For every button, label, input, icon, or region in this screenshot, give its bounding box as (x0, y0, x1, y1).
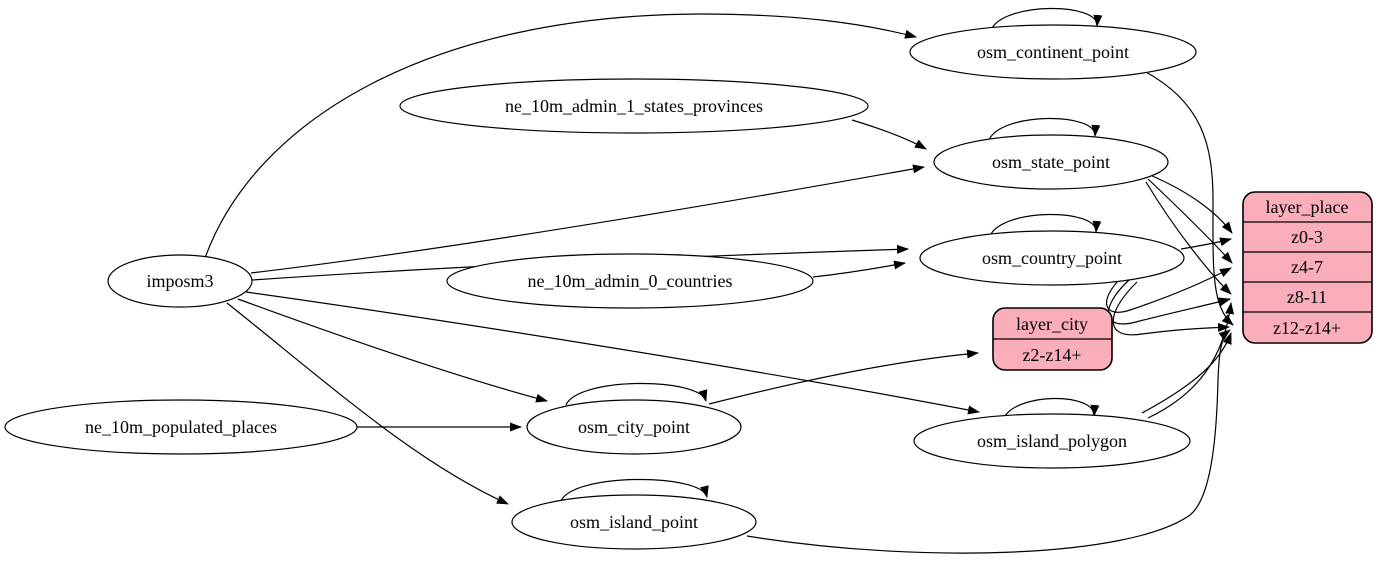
node-osm_island_polygon: osm_island_polygon (913, 413, 1191, 469)
osm_city_point-label: osm_city_point (578, 417, 690, 437)
node-osm_country_point: osm_country_point (919, 230, 1185, 286)
layer_place-title: layer_place (1266, 197, 1349, 217)
node-osm_continent_point: osm_continent_point (909, 24, 1197, 80)
osm_city_point-ellipse (526, 399, 742, 455)
osm_continent_point-ellipse (909, 24, 1197, 80)
node-osm_city_point: osm_city_point (526, 399, 742, 455)
node-ne_10m_admin_0_countries: ne_10m_admin_0_countries (446, 253, 814, 309)
osm_country_point-label: osm_country_point (982, 248, 1122, 268)
layer_place-row-z8-11: z8-11 (1287, 287, 1327, 307)
node-ne_10m_admin_1_states_provinces: ne_10m_admin_1_states_provinces (399, 78, 869, 134)
node-layer: imposm3 ne_10m_admin_1_states_provinces … (4, 24, 1373, 550)
edge-osm_state_point-to-layer_place-z4-7 (1147, 178, 1233, 264)
record-layer_city: layer_city z2-z14+ (992, 307, 1113, 371)
edge-ne_10m_admin_0_countries-to-osm_country_point (812, 260, 906, 278)
osm_island_point-ellipse (511, 494, 757, 550)
layer_city-title: layer_city (1016, 314, 1088, 334)
ne_10m_admin_0_countries-label: ne_10m_admin_0_countries (528, 271, 733, 291)
edge-ne_10m_admin_1_states_provinces-to-osm_state_point (851, 119, 927, 150)
node-osm_island_point: osm_island_point (511, 494, 757, 550)
edge-osm_city_point-to-layer_city-z2 (708, 349, 979, 405)
ne_10m_admin_1_states_provinces-ellipse (399, 78, 869, 134)
self-loop-osm_city_point (565, 382, 708, 406)
edge-osm_island_point-to-layer_place-z12 (746, 329, 1231, 554)
self-loop-osm_country_point (989, 213, 1102, 237)
ne_10m_admin_1_states_provinces-label: ne_10m_admin_1_states_provinces (505, 96, 763, 116)
layer_place-box (1242, 191, 1373, 344)
layer_city-row-z2-z14: z2-z14+ (1022, 345, 1081, 365)
ne_10m_populated_places-ellipse (4, 399, 358, 455)
node-ne_10m_populated_places: ne_10m_populated_places (4, 399, 358, 455)
edge-imposm3-to-osm_island_polygon (245, 291, 980, 415)
osm_island_polygon-label: osm_island_polygon (977, 431, 1127, 451)
edge-osm_country_point-to-layer_place-z4-7 (1106, 267, 1232, 313)
layer_place-row-z0-3: z0-3 (1291, 227, 1323, 247)
ne_10m_populated_places-label: ne_10m_populated_places (85, 417, 277, 437)
edge-osm_island_polygon-to-layer_place-z8-11 (1147, 302, 1235, 419)
imposm3-ellipse (107, 254, 253, 308)
imposm3-label: imposm3 (146, 271, 213, 291)
self-loop-osm_island_point (560, 478, 709, 502)
layer_place-row-z4-7: z4-7 (1291, 257, 1323, 277)
edge-imposm3-to-osm_island_point (226, 302, 509, 505)
edge-osm_country_point-to-layer_place-z0-3 (1180, 237, 1232, 250)
edge-imposm3-to-osm_continent_point (204, 13, 917, 259)
osm_island_point-label: osm_island_point (570, 512, 698, 532)
edge-osm_state_point-to-layer_place-z0-3 (1149, 174, 1233, 234)
node-imposm3: imposm3 (107, 254, 253, 308)
edge-osm_state_point-to-layer_place-z8-11 (1145, 181, 1232, 295)
edge-osm_island_polygon-to-layer_place-z12 (1141, 332, 1232, 414)
edge-imposm3-to-osm_city_point (237, 298, 548, 403)
osm_country_point-ellipse (919, 230, 1185, 286)
edge-osm_country_point-to-layer_place-z8-11 (1107, 279, 1231, 325)
record-layer_place: layer_place z0-3 z4-7 z8-11 z12-z14+ (1242, 191, 1373, 344)
edge-osm_country_point-to-layer_place-z12 (1112, 281, 1230, 336)
ne_10m_admin_0_countries-ellipse (446, 253, 814, 309)
node-osm_state_point: osm_state_point (933, 134, 1169, 190)
edge-osm_continent_point-to-layer_place-z12 (1143, 70, 1234, 326)
osm_island_polygon-ellipse (913, 413, 1191, 469)
self-loop-osm_state_point (988, 117, 1101, 141)
layer_place-row-z12-z14: z12-z14+ (1273, 318, 1341, 338)
osm_state_point-ellipse (933, 134, 1169, 190)
edge-layer (204, 7, 1235, 554)
self-loop-osm_island_polygon (1002, 397, 1100, 421)
edge-imposm3-to-osm_state_point (250, 164, 925, 274)
self-loop-osm_continent_point (990, 7, 1103, 31)
osm_state_point-label: osm_state_point (992, 152, 1110, 172)
osm_continent_point-label: osm_continent_point (977, 42, 1129, 62)
